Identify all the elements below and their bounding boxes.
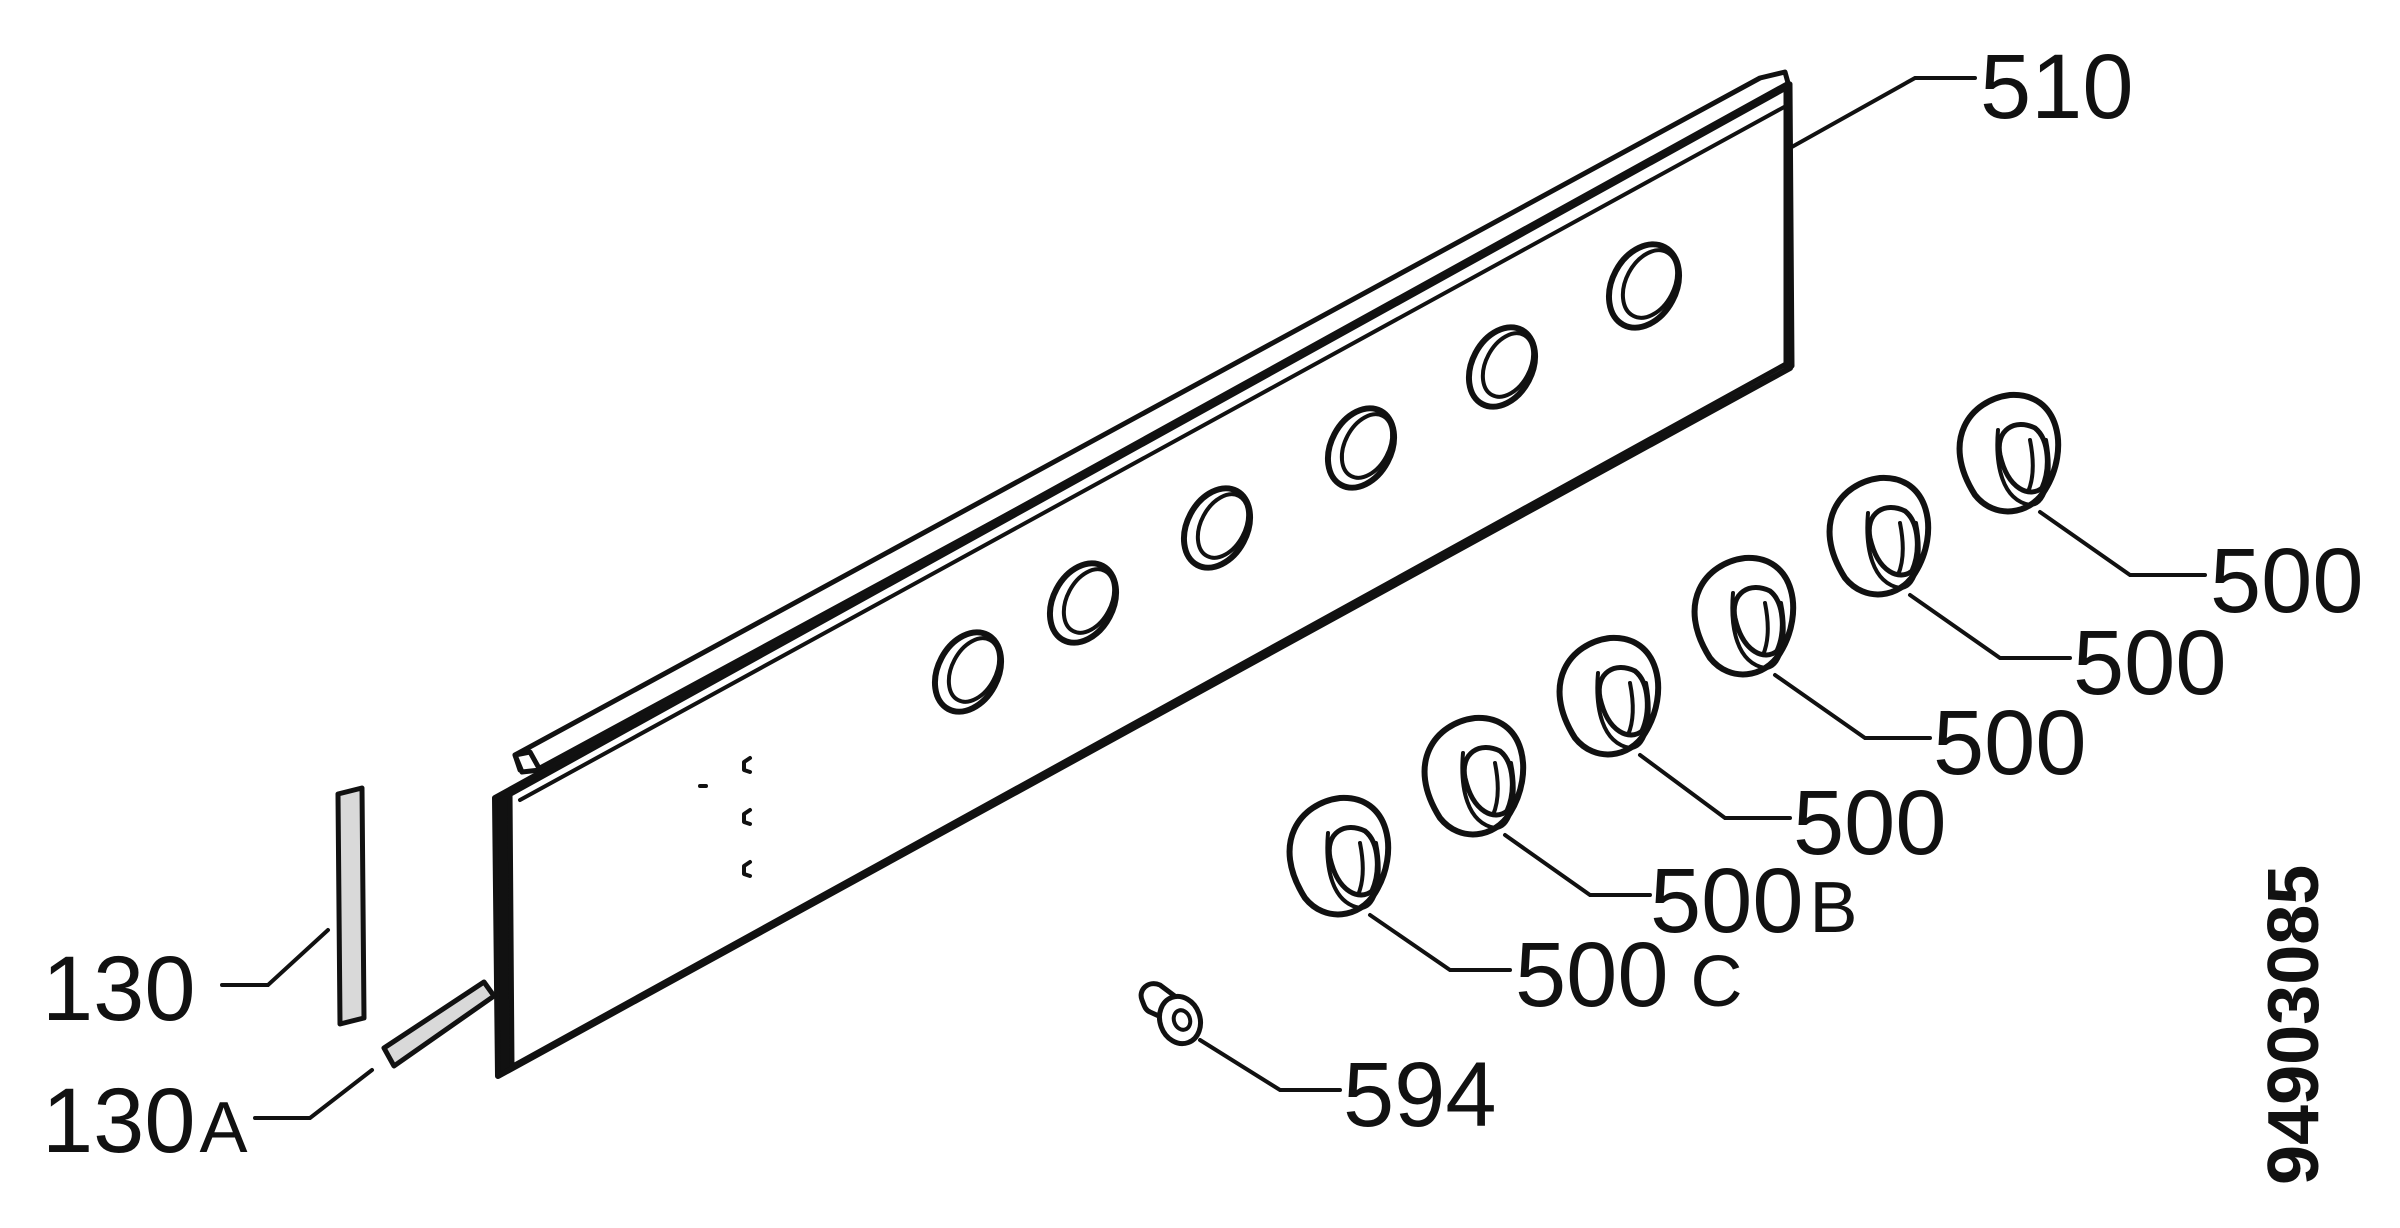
callout-knob-5: 500B [1650, 850, 1858, 952]
insert-part [1138, 981, 1204, 1047]
control-panel [492, 69, 1795, 1079]
callout-strip-vertical: 130 [42, 938, 196, 1040]
control-knob [1956, 391, 2062, 515]
knob-hole [1180, 485, 1254, 571]
vertical-strip [335, 785, 367, 1027]
knob-hole [1046, 560, 1120, 646]
control-knob [1691, 554, 1797, 678]
control-knob [1286, 794, 1392, 918]
callout-knob-2: 500 [2073, 612, 2227, 714]
horizontal-strip [381, 979, 497, 1069]
drawing-number: 94903085 [2254, 865, 2334, 1185]
callout-panel: 510 [1980, 36, 2134, 138]
mounting-marks [698, 756, 752, 878]
callout-insert: 594 [1343, 1044, 1497, 1146]
callout-knob-3: 500 [1933, 692, 2087, 794]
callout-knob-4: 500 [1793, 772, 1947, 874]
callout-knob-1: 500 [2210, 530, 2364, 632]
leader-lines [220, 76, 2207, 1120]
knob-hole [1465, 324, 1539, 410]
knob-hole [1605, 241, 1683, 331]
knob-hole [931, 629, 1005, 715]
control-knob [1826, 474, 1932, 598]
knob-hole [1324, 405, 1398, 491]
callout-strip-horizontal: 130A [42, 1070, 248, 1172]
control-knob [1421, 714, 1527, 838]
control-knob [1556, 634, 1662, 758]
